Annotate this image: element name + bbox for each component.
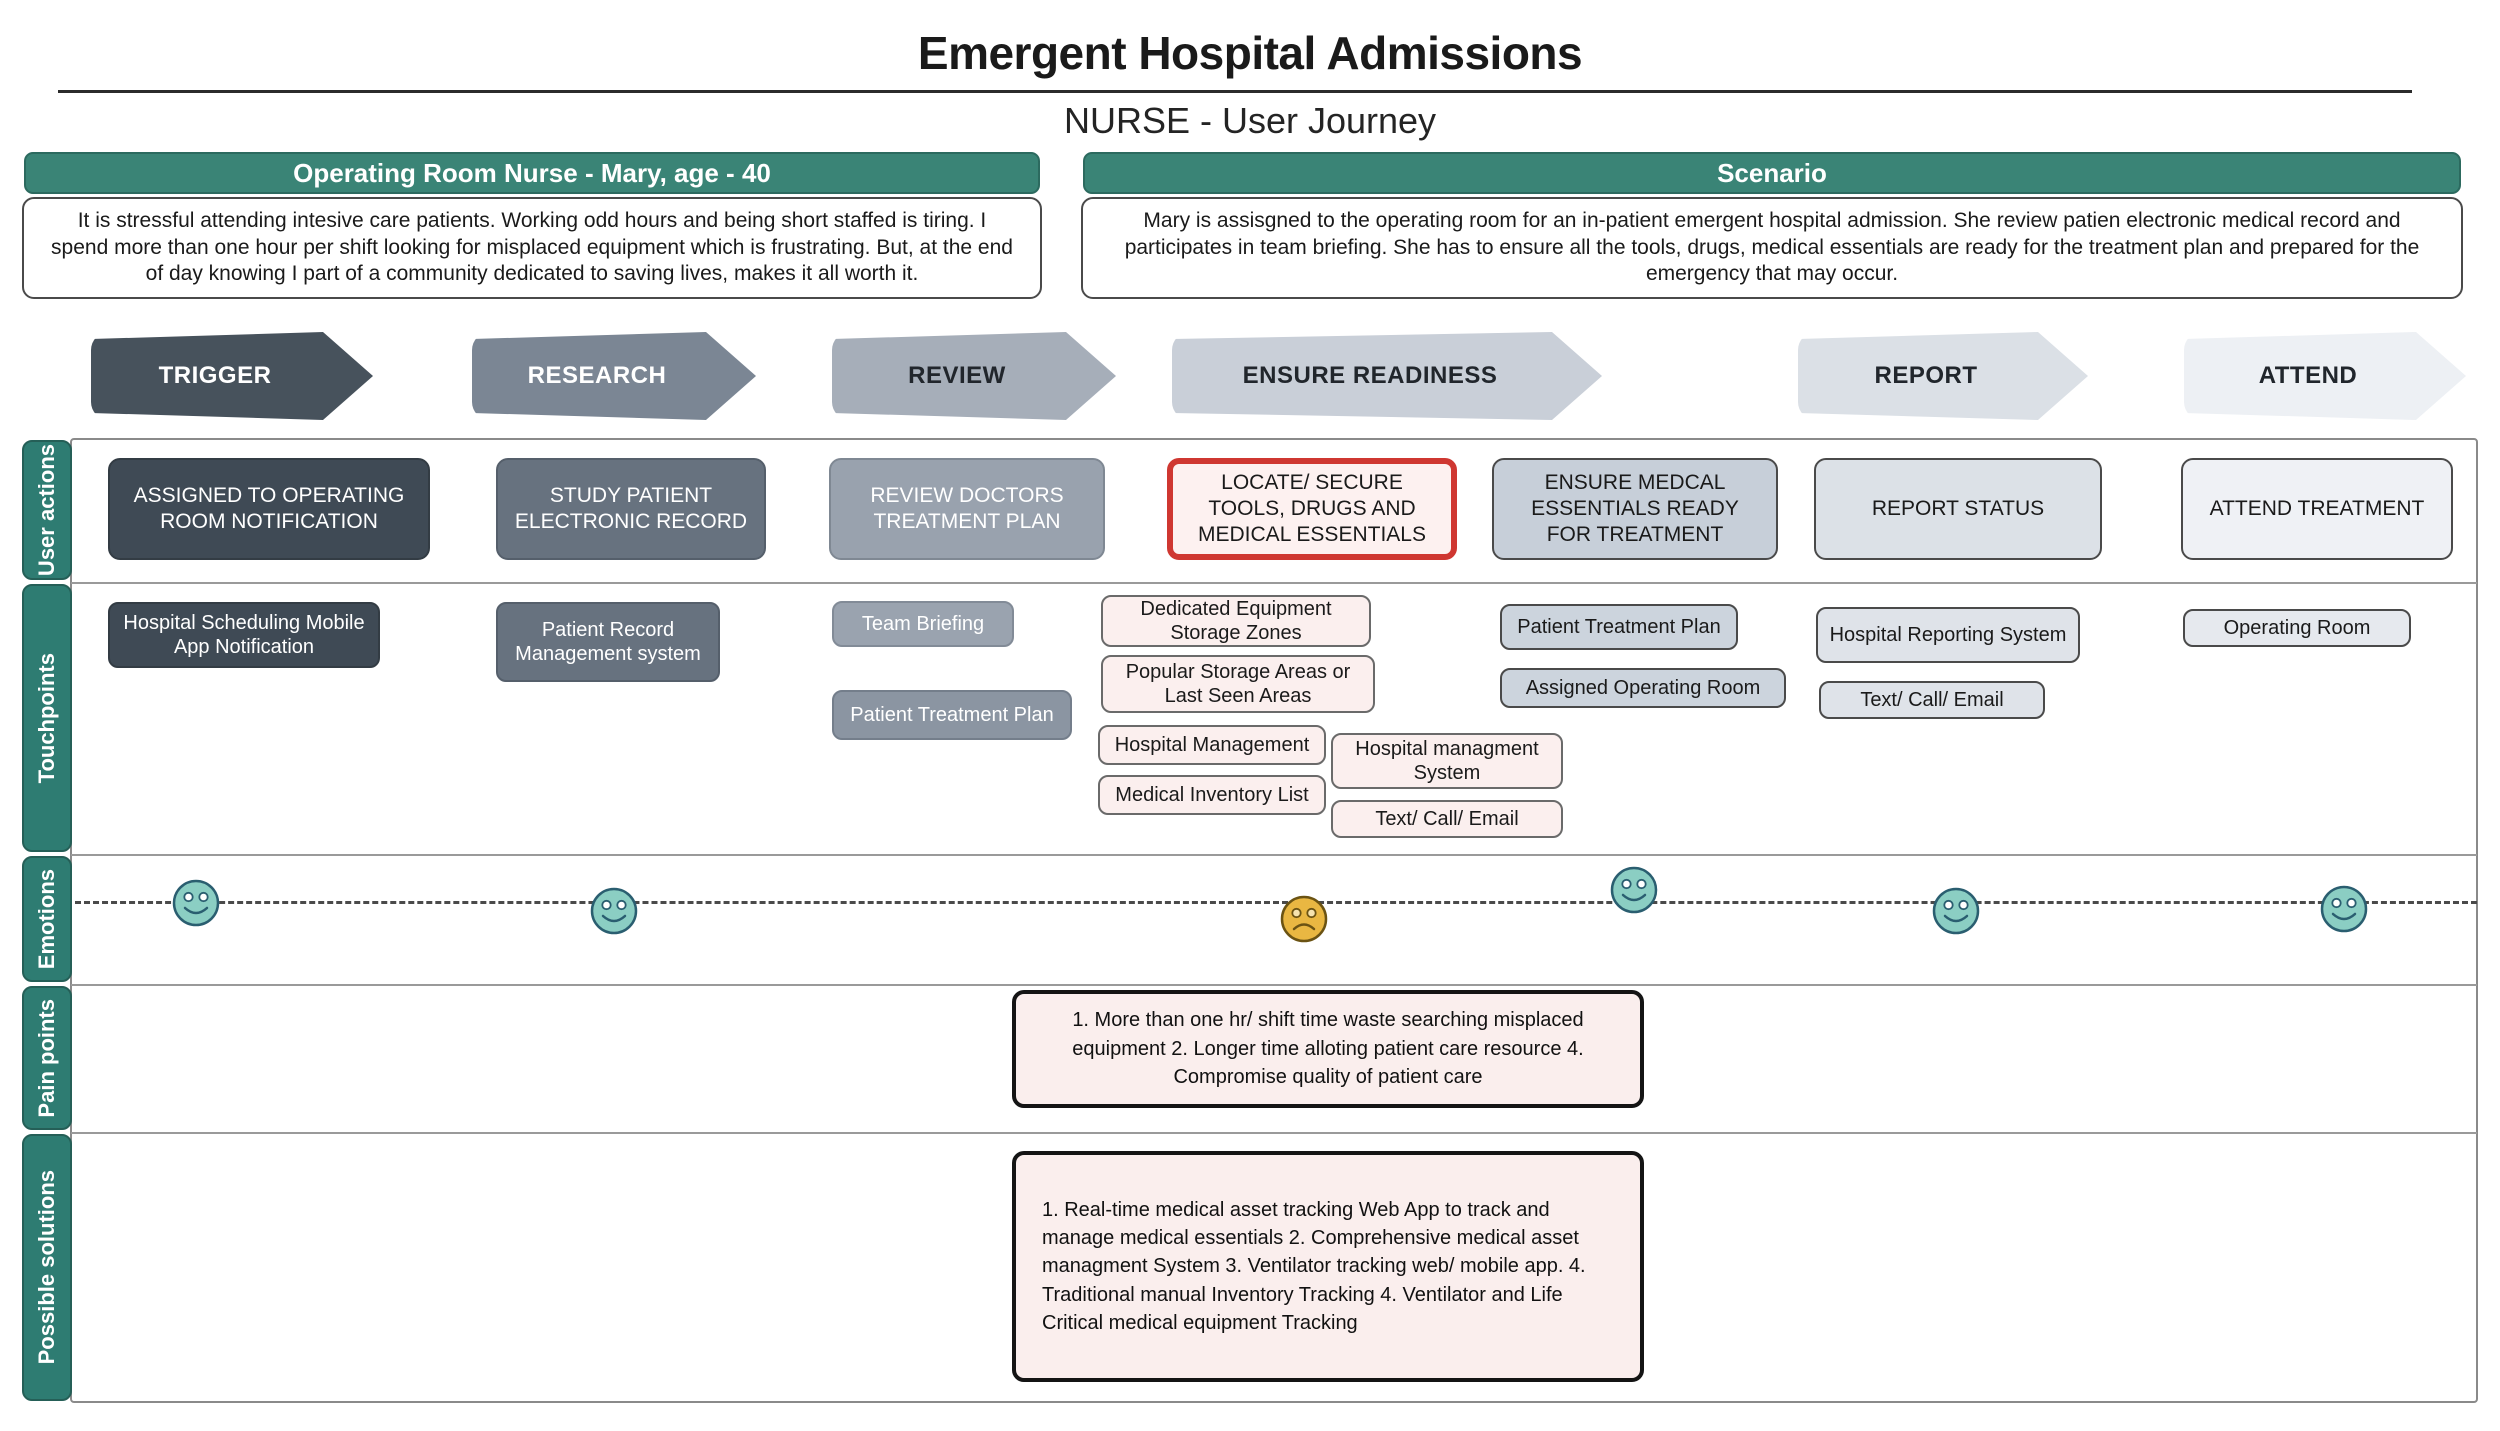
touchpoint-patient-record-system: Patient Record Management system: [496, 602, 720, 682]
page-title: Emergent Hospital Admissions: [917, 27, 1583, 79]
touchpoint-hospital-managment-system: Hospital managment System: [1331, 733, 1563, 789]
row-label-text: Pain points: [34, 998, 59, 1118]
touchpoint-patient-treatment-plan: Patient Treatment Plan: [832, 690, 1072, 740]
touchpoint-storage-zones: Dedicated Equipment Storage Zones: [1101, 595, 1371, 647]
touchpoint-patient-treatment-plan-2: Patient Treatment Plan: [1500, 604, 1738, 650]
touchpoint-team-briefing: Team Briefing: [832, 601, 1014, 647]
scenario-header: Scenario: [1083, 152, 2461, 194]
row-label-text: Possible solutions: [34, 1170, 59, 1365]
touchpoint-hospital-scheduling: Hospital Scheduling Mobile App Notificat…: [108, 602, 380, 668]
pain-points-card: 1. More than one hr/ shift time waste se…: [1012, 990, 1644, 1108]
possible-solutions-card: 1. Real-time medical asset tracking Web …: [1012, 1151, 1644, 1382]
row-label-pain-points: Pain points: [22, 986, 72, 1130]
emotion-happy-icon: [2320, 885, 2368, 933]
row-divider: [71, 1132, 2477, 1134]
stage-arrow-trigger: TRIGGER: [91, 332, 373, 420]
persona-description: It is stressful attending intesive care …: [22, 197, 1042, 299]
user-action-attend-treatment: ATTEND TREATMENT: [2181, 458, 2453, 560]
touchpoint-text-call-email: Text/ Call/ Email: [1331, 800, 1563, 838]
page-subtitle: NURSE - User Journey: [1063, 100, 1437, 141]
row-label-touchpoints: Touchpoints: [22, 584, 72, 852]
persona-header: Operating Room Nurse - Mary, age - 40: [24, 152, 1040, 194]
row-divider: [71, 582, 2477, 584]
row-label-possible-solutions: Possible solutions: [22, 1134, 72, 1401]
scenario-description: Mary is assisgned to the operating room …: [1081, 197, 2463, 299]
touchpoint-medical-inventory-list: Medical Inventory List: [1098, 775, 1326, 815]
emotion-happy-icon: [1610, 866, 1658, 914]
row-label-text: Emotions: [34, 868, 59, 970]
user-action-review-plan: REVIEW DOCTORS TREATMENT PLAN: [829, 458, 1105, 560]
user-action-study-record: STUDY PATIENT ELECTRONIC RECORD: [496, 458, 766, 560]
touchpoint-assigned-operating-room: Assigned Operating Room: [1500, 668, 1786, 708]
touchpoint-hospital-management: Hospital Management: [1098, 725, 1326, 765]
emotion-happy-icon: [172, 879, 220, 927]
row-label-user-actions: User actions: [22, 440, 72, 580]
row-label-text: Touchpoints: [34, 652, 59, 784]
touchpoint-hospital-reporting-system: Hospital Reporting System: [1816, 607, 2080, 663]
row-divider: [71, 854, 2477, 856]
row-label-emotions: Emotions: [22, 856, 72, 982]
stage-arrow-report: REPORT: [1798, 332, 2088, 420]
touchpoint-text-call-email-2: Text/ Call/ Email: [1819, 681, 2045, 719]
touchpoint-operating-room: Operating Room: [2183, 609, 2411, 647]
title-divider: [58, 90, 2412, 93]
stage-arrow-research: RESEARCH: [472, 332, 756, 420]
stage-arrow-attend: ATTEND: [2184, 332, 2466, 420]
user-action-report-status: REPORT STATUS: [1814, 458, 2102, 560]
touchpoint-popular-storage-areas: Popular Storage Areas or Last Seen Areas: [1101, 655, 1375, 713]
row-divider: [71, 984, 2477, 986]
stage-arrow-ensure-readiness: ENSURE READINESS: [1172, 332, 1602, 420]
emotion-happy-icon: [590, 887, 638, 935]
emotion-happy-icon: [1932, 887, 1980, 935]
user-action-assigned-notification: ASSIGNED TO OPERATING ROOM NOTIFICATION: [108, 458, 430, 560]
emotion-sad-icon: [1280, 895, 1328, 943]
row-label-text: User actions: [34, 443, 59, 577]
user-action-ensure-essentials: ENSURE MEDCAL ESSENTIALS READY FOR TREAT…: [1492, 458, 1778, 560]
stage-arrow-review: REVIEW: [832, 332, 1116, 420]
emotion-baseline: [75, 901, 2477, 904]
user-action-locate-secure-highlighted: LOCATE/ SECURE TOOLS, DRUGS AND MEDICAL …: [1167, 458, 1457, 560]
